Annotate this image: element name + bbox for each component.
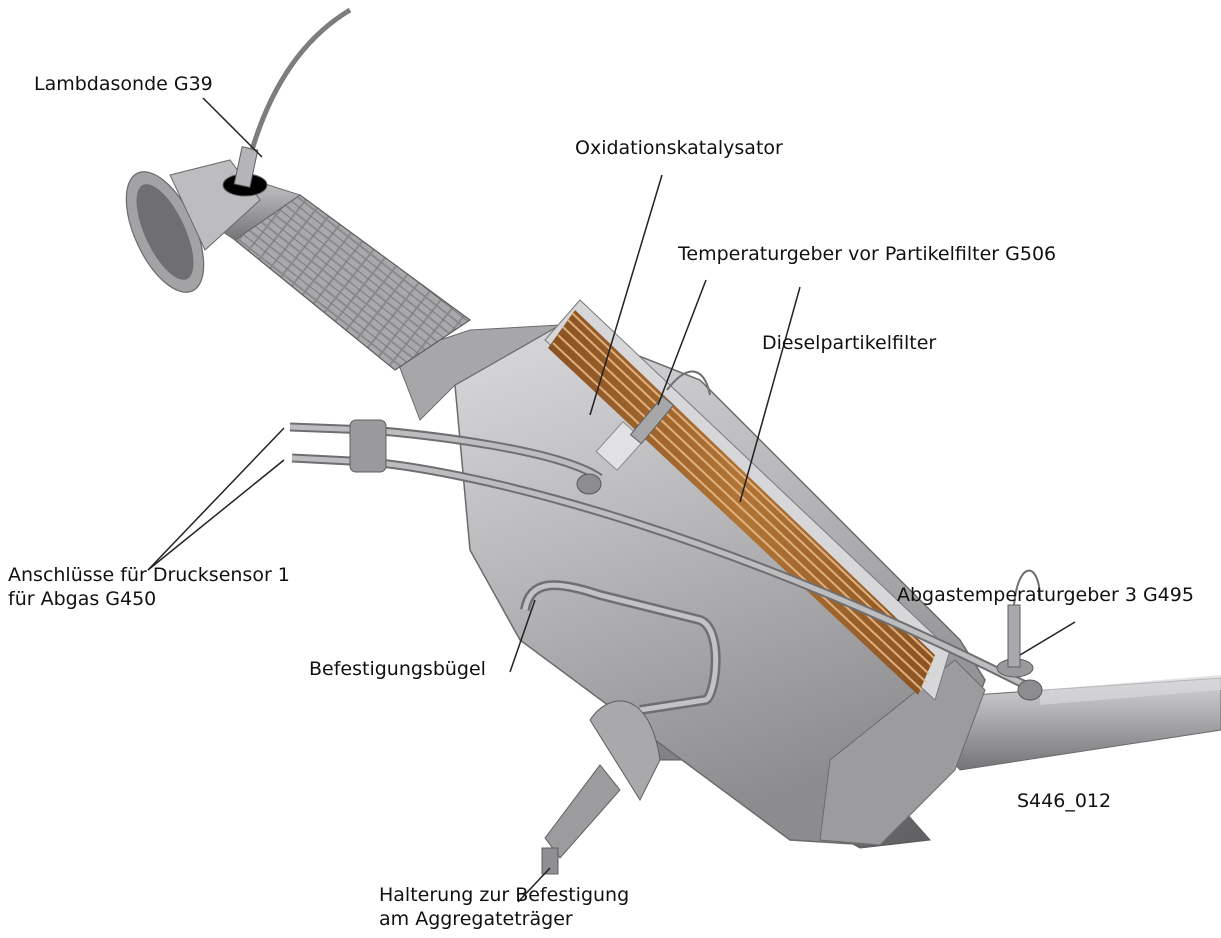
label-lambda-sensor: Lambdasonde G39	[34, 72, 213, 96]
label-pressure-connections-line-1: Anschlüsse für Drucksensor 1	[8, 563, 290, 587]
label-temp-sensor-g495: Abgastemperaturgeber 3 G495	[897, 583, 1194, 607]
holder	[542, 701, 660, 874]
label-oxidation-catalyst: Oxidationskatalysator	[575, 136, 783, 160]
leader-lambda-sensor	[203, 98, 262, 157]
leader-temp-sensor-g495	[1020, 622, 1075, 655]
label-holder-line-2: am Aggregateträger	[379, 907, 629, 931]
label-dpf: Dieselpartikelfilter	[762, 331, 936, 355]
flex-pipe	[235, 195, 470, 370]
label-pressure-connections: Anschlüsse für Drucksensor 1 für Abgas G…	[8, 563, 290, 611]
label-temp-sensor-g506: Temperaturgeber vor Partikelfilter G506	[678, 242, 1056, 266]
label-holder: Halterung zur Befestigung am Aggregatetr…	[379, 883, 629, 931]
label-pressure-connections-line-2: für Abgas G450	[8, 587, 290, 611]
label-holder-line-1: Halterung zur Befestigung	[379, 883, 629, 907]
leader-pressure-connection-1	[148, 428, 284, 570]
label-mounting-bracket: Befestigungsbügel	[309, 657, 486, 681]
lambda-sensor	[223, 10, 350, 196]
figure-id: S446_012	[1017, 789, 1111, 813]
leader-pressure-connection-2	[148, 460, 284, 570]
